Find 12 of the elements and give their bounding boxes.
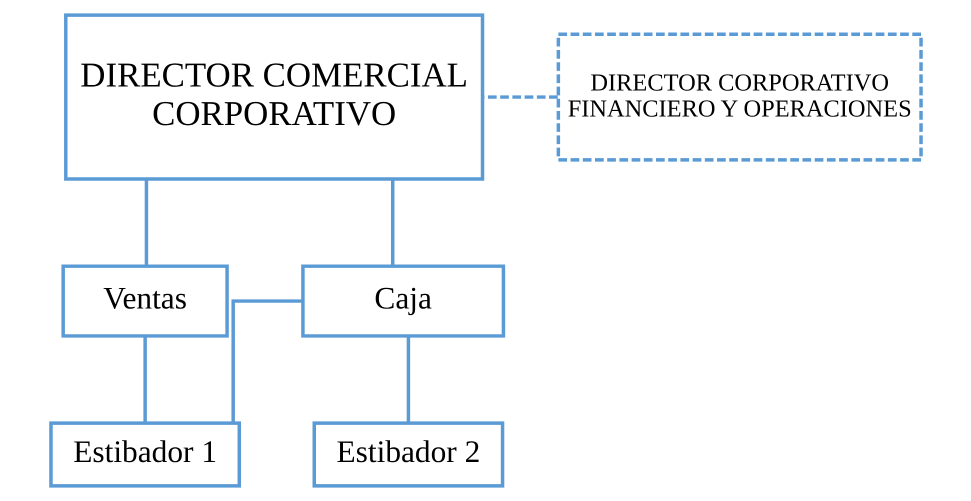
node-box: Estibador 2	[312, 421, 504, 488]
node-box: DIRECTOR COMERCIAL CORPORATIVO	[64, 13, 484, 181]
connector	[230, 299, 302, 423]
connector	[144, 179, 148, 266]
node-box: Caja	[300, 264, 505, 338]
connector	[390, 179, 394, 266]
node-box: DIRECTOR CORPORATIVO FINANCIERO Y OPERACIONES	[556, 32, 922, 162]
node-box: Estibador 1	[48, 421, 241, 488]
node-box: Ventas	[60, 264, 228, 338]
connector	[406, 336, 410, 423]
connector	[142, 336, 146, 423]
connector	[482, 95, 558, 99]
